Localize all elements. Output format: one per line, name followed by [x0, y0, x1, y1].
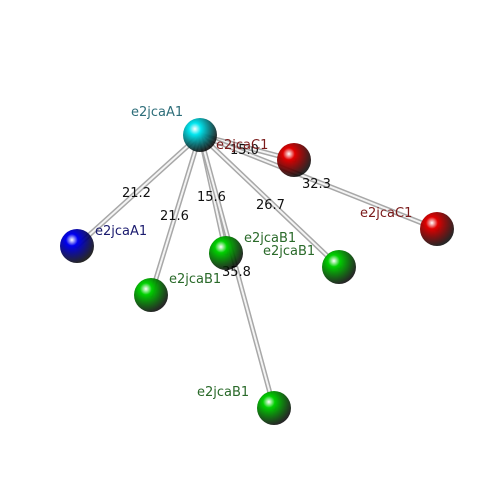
- edge-line-highlight: [76, 134, 201, 247]
- node-sphere-green: [134, 278, 168, 312]
- edge-n0-n4: [148, 132, 203, 298]
- edges-layer: [74, 132, 440, 411]
- edge-label: 26.7: [256, 198, 285, 213]
- node-label: e2jcaC1: [360, 206, 412, 221]
- edge-line-highlight: [199, 134, 340, 268]
- nodes-layer: [60, 118, 454, 425]
- node-label: e2jcaB1: [244, 231, 296, 246]
- node-sphere-green: [322, 250, 356, 284]
- node-label: e2jcaA1: [95, 224, 147, 239]
- node-sphere-green: [257, 391, 291, 425]
- edge-label: 32.3: [302, 177, 331, 192]
- node-sphere-red: [420, 212, 454, 246]
- node-sphere-cyan: [183, 118, 217, 152]
- node-label: e2jcaB1: [197, 385, 249, 400]
- node-label: e2jcaB1: [263, 244, 315, 259]
- edge-n0-n7: [197, 132, 277, 411]
- edge-line-highlight: [199, 134, 275, 409]
- edge-n0-n3: [74, 132, 203, 249]
- edge-label: 15.6: [197, 190, 226, 205]
- node-labels-layer: e2jcaA1e2jcaC1e2jcaC1e2jcaA1e2jcaB1e2jca…: [95, 105, 412, 400]
- node-sphere-red: [277, 143, 311, 177]
- edge-label: 15.0: [230, 143, 259, 158]
- node-label: e2jcaA1: [131, 105, 183, 120]
- node-label: e2jcaC1: [216, 138, 268, 153]
- node-sphere-blue: [60, 229, 94, 263]
- edge-n0-n2: [197, 132, 440, 232]
- node-label: e2jcaB1: [169, 272, 221, 287]
- edge-n0-n6: [197, 132, 342, 270]
- node-sphere-green: [209, 236, 243, 270]
- edge-line-highlight: [150, 134, 201, 296]
- edge-label: 21.6: [160, 209, 189, 224]
- edge-line-highlight: [199, 134, 438, 230]
- edge-label: 21.2: [122, 186, 151, 201]
